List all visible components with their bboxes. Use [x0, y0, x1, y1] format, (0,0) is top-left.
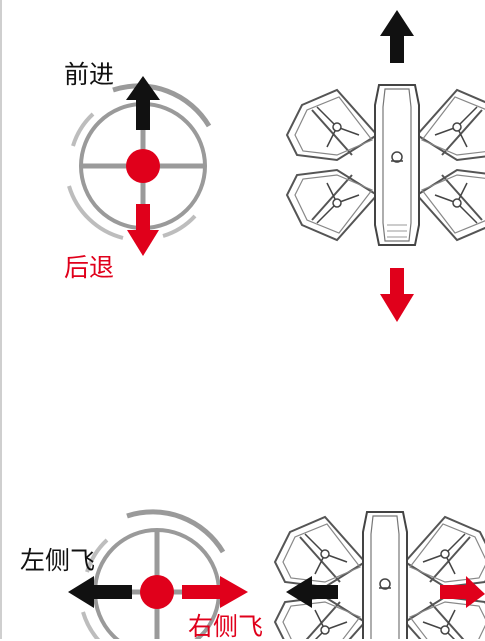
joystick-left-right: [68, 512, 248, 639]
label-forward: 前进: [64, 60, 115, 89]
drone-forward-backward: [286, 10, 485, 322]
joystick-knob: [140, 575, 174, 609]
drone-topview-icon: [286, 84, 485, 246]
joystick-knob: [126, 149, 160, 183]
drone-topview-icon: [274, 511, 485, 639]
arrow-right-icon: [182, 576, 248, 608]
page-edge-line: [0, 0, 2, 639]
label-backward: 后退: [64, 253, 115, 282]
arrow-left-icon: [286, 576, 338, 608]
label-right-side: 右侧飞: [188, 612, 264, 641]
drone-left-right: [274, 511, 485, 639]
arrow-up-icon: [380, 10, 414, 63]
arrow-down-icon: [127, 204, 159, 256]
arrow-left-icon: [68, 576, 132, 608]
arrow-right-icon: [440, 576, 485, 608]
label-left-side: 左侧飞: [20, 546, 96, 575]
arrow-up-icon: [126, 76, 160, 130]
arrow-down-icon: [380, 268, 414, 322]
joystick-forward-backward: [69, 76, 209, 256]
